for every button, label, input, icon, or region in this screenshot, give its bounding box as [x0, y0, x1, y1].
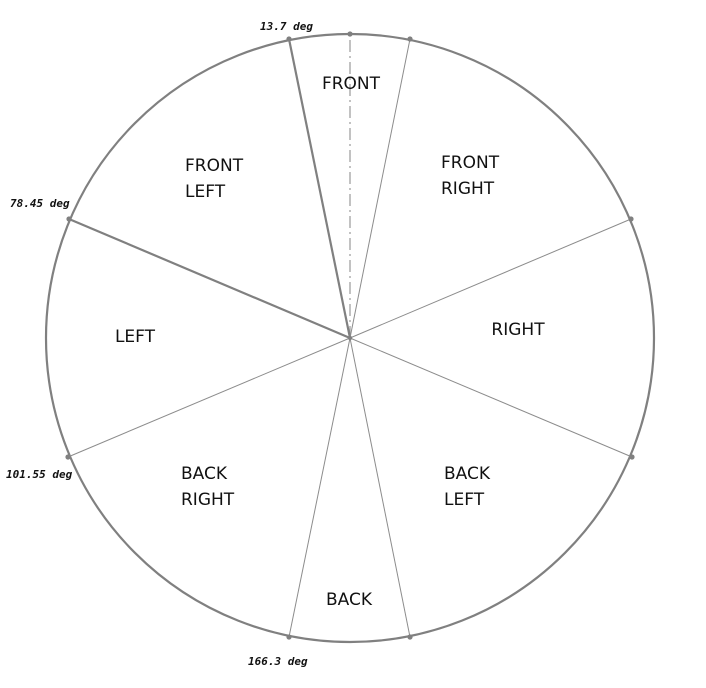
sector-label-line: BACK	[181, 464, 228, 484]
sector-label-line: LEFT	[185, 182, 226, 202]
divider-166-3	[288, 337, 351, 638]
sector-label-front: FRONT	[322, 74, 381, 94]
sector-label-front-left: FRONT LEFT	[185, 156, 248, 202]
sector-label-line: BACK	[444, 464, 491, 484]
sector-label-front-right: FRONT RIGHT	[441, 153, 504, 199]
endpoint-dot	[286, 36, 292, 42]
angle-label-166-3: 166.3 deg	[248, 655, 308, 668]
sector-label-back-left: BACK LEFT	[444, 464, 495, 510]
endpoint-dot	[629, 454, 635, 460]
center-dot	[347, 335, 353, 341]
sector-label-line: RIGHT	[181, 490, 235, 510]
divider-13-7	[287, 38, 352, 339]
divider-back-right	[349, 337, 411, 638]
sector-label-line: LEFT	[444, 490, 485, 510]
endpoint-dot	[407, 634, 413, 640]
sector-label-back: BACK	[326, 590, 373, 610]
sector-label-right: RIGHT	[491, 320, 545, 340]
endpoint-dot	[407, 36, 413, 42]
angle-label-13-7: 13.7 deg	[260, 20, 313, 33]
sector-label-left: LEFT	[115, 327, 156, 347]
endpoint-dots	[65, 31, 635, 640]
divider-front-right	[349, 38, 411, 339]
endpoint-dot	[286, 634, 292, 640]
endpoint-dot	[66, 216, 72, 222]
divider-right-upper	[349, 218, 632, 339]
angle-label-101-55: 101.55 deg	[6, 468, 73, 481]
sector-label-line: RIGHT	[441, 179, 495, 199]
sector-label-line: FRONT	[441, 153, 500, 173]
divider-right-lower	[349, 337, 633, 458]
endpoint-dot	[628, 216, 634, 222]
divider-78-45	[68, 217, 351, 340]
endpoint-dot	[65, 454, 71, 460]
divider-101-55	[67, 337, 351, 458]
endpoint-dot	[347, 31, 353, 37]
angle-label-78-45: 78.45 deg	[10, 197, 70, 210]
sector-label-line: FRONT	[185, 156, 244, 176]
sector-label-back-right: BACK RIGHT	[181, 464, 235, 510]
